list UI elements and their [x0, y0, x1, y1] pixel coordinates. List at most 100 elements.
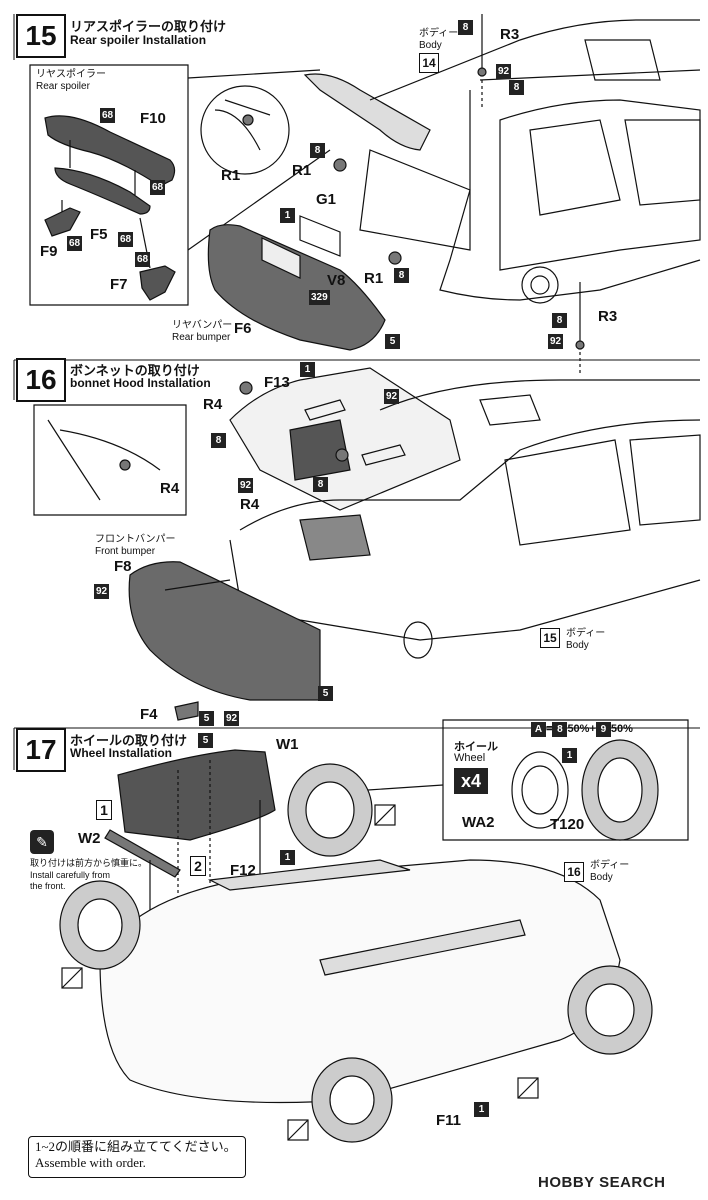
color-1: 1	[280, 850, 295, 865]
color-5: 5	[385, 334, 400, 349]
color-68: 68	[67, 236, 82, 251]
part-r1: R1	[292, 162, 312, 179]
part-f5: F5	[90, 226, 108, 243]
color-329: 329	[309, 290, 330, 305]
part-f13: F13	[264, 374, 290, 391]
part-r4-b: R4	[240, 496, 260, 513]
r4-detail-frame	[33, 404, 187, 516]
side-marker-1	[374, 804, 396, 826]
part-r3: R3	[500, 26, 520, 43]
spoiler-on-car	[303, 73, 431, 151]
body-label-jp-15: ボディー	[419, 28, 459, 39]
part-g1: G1	[316, 191, 337, 208]
step-17-number: 17	[16, 728, 66, 772]
spoiler-part-f9	[44, 207, 81, 237]
part-w2: W2	[78, 830, 101, 847]
note-jp: 取り付けは前方から慎重に。	[30, 858, 148, 868]
plate-part-g1	[299, 215, 341, 257]
inset-label-jp: リヤスポイラー	[36, 69, 106, 80]
side-skirt-f11	[319, 919, 526, 976]
strip-w2	[104, 829, 181, 878]
color-68: 68	[135, 252, 150, 267]
body-ref-15: 15	[540, 628, 560, 648]
body-ref-14: 14	[419, 53, 439, 73]
spoiler-part-f5	[54, 167, 151, 215]
color-5: 5	[199, 711, 214, 726]
side-marker-2	[61, 967, 83, 989]
color-92: 92	[496, 64, 512, 79]
mix-percent-2: 50%	[610, 723, 633, 735]
color-8: 8	[310, 143, 325, 158]
part-r3-b: R3	[598, 308, 618, 325]
hood-f13	[229, 367, 461, 511]
inset-label-en: Rear spoiler	[36, 81, 90, 92]
color-92: 92	[384, 389, 400, 404]
undertray-w1	[117, 749, 276, 841]
color-92: 92	[238, 478, 254, 493]
sunroof-15	[584, 39, 661, 81]
color-8: 8	[394, 268, 409, 283]
color-1: 1	[474, 1102, 489, 1117]
order-marker-1: 1	[96, 800, 112, 820]
part-r4: R4	[203, 396, 223, 413]
part-r1-b: R1	[364, 270, 384, 287]
color-8: 8	[552, 313, 567, 328]
part-f11: F11	[436, 1112, 462, 1129]
step-15-number: 15	[16, 14, 66, 58]
part-wa2: WA2	[462, 814, 495, 831]
wheel-label-en: Wheel	[454, 752, 486, 764]
part-f10: F10	[140, 110, 166, 127]
car-roof-15	[369, 19, 700, 101]
mix-code: A	[531, 722, 546, 737]
mix-eq: =	[546, 723, 553, 735]
sunroof-16	[479, 394, 541, 426]
part-t120: T120	[550, 816, 585, 833]
color-8: 8	[509, 80, 524, 95]
part-w1: W1	[276, 736, 299, 753]
part-f8: F8	[114, 558, 132, 575]
part-f9: F9	[40, 243, 58, 260]
step-16-title-jp: ボンネットの取り付け	[70, 363, 200, 378]
wheel-wa2	[511, 751, 569, 829]
mix-color-2: 9	[595, 722, 611, 737]
part-v8: V8	[327, 272, 346, 289]
step-16-title-en: bonnet Hood Installation	[70, 376, 211, 390]
part-r1-inset: R1	[221, 167, 241, 184]
color-8: 8	[458, 20, 473, 35]
part-f6: F6	[234, 320, 252, 337]
color-92: 92	[224, 711, 240, 726]
body-label-jp-16: ボディー	[566, 628, 606, 639]
note-en-1: Install carefully from	[30, 870, 111, 880]
r1-detail-circle	[200, 85, 290, 175]
color-92: 92	[548, 334, 564, 349]
rear-spoiler-inset-frame	[29, 64, 189, 306]
step-17-title-jp: ホイールの取り付け	[70, 733, 188, 748]
wheel-inset-frame	[442, 719, 689, 841]
step-15-title-jp: リアスポイラーの取り付け	[70, 19, 227, 34]
bumper-label-en-15: Rear bumper	[172, 332, 231, 343]
body-label-jp-17: ボディー	[590, 860, 630, 871]
license-plate-v8	[261, 237, 301, 279]
watermark: HOBBY SEARCH	[538, 1174, 666, 1191]
caution-icon: ✎	[30, 830, 54, 854]
color-5: 5	[198, 733, 213, 748]
body-label-en-16: Body	[566, 640, 589, 651]
color-1: 1	[300, 362, 315, 377]
spoiler-wing-f10	[44, 115, 176, 187]
color-1: 1	[562, 748, 577, 763]
mix-percent-1: 50%	[567, 723, 590, 735]
bumper-label-jp-16: フロントバンパー	[95, 534, 176, 545]
mix-color-1: 8	[552, 722, 568, 737]
body-label-en-17: Body	[590, 872, 613, 883]
color-68: 68	[150, 180, 165, 195]
mix-plus: +	[589, 723, 596, 735]
step-17-title-en: Wheel Installation	[70, 746, 173, 760]
color-8: 8	[211, 433, 226, 448]
side-marker-4	[287, 1119, 309, 1141]
body-label-en-15: Body	[419, 40, 442, 51]
color-68: 68	[100, 108, 115, 123]
assembly-order-note: 1~2の順番に組み立ててください。 Assemble with order.	[28, 1136, 246, 1178]
part-f12: F12	[230, 862, 256, 879]
